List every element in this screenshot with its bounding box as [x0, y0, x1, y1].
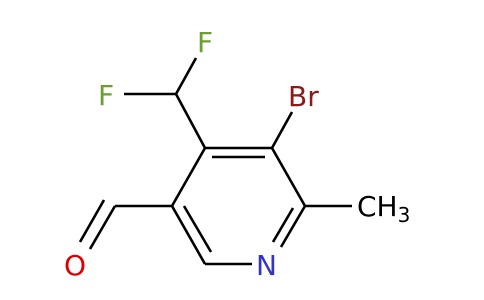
atom-f-top: F — [197, 26, 213, 59]
bond-c6-c5-double — [182, 205, 213, 253]
bond-c2-n-double — [271, 207, 295, 243]
bond-cho-o-double — [78, 199, 106, 243]
atom-ch3-main: CH — [357, 190, 398, 223]
atom-ch3-subscript: 3 — [398, 203, 411, 227]
atom-ch3: CH3 — [357, 190, 410, 227]
bond-c6-c5 — [170, 205, 207, 265]
bond-c3-c2 — [270, 147, 307, 207]
bond-cf-f1 — [174, 57, 198, 95]
bond-c5-c4 — [170, 147, 207, 207]
bond-c4-cf — [174, 93, 207, 149]
atom-n: N — [256, 249, 277, 282]
bond-cho-o — [88, 205, 117, 250]
atom-f-left: F — [98, 79, 114, 112]
atom-br: Br — [288, 80, 319, 113]
atom-o: O — [64, 249, 86, 282]
bond-c3-br — [270, 111, 294, 149]
bond-c2-n — [279, 205, 307, 248]
bonds — [78, 57, 352, 266]
